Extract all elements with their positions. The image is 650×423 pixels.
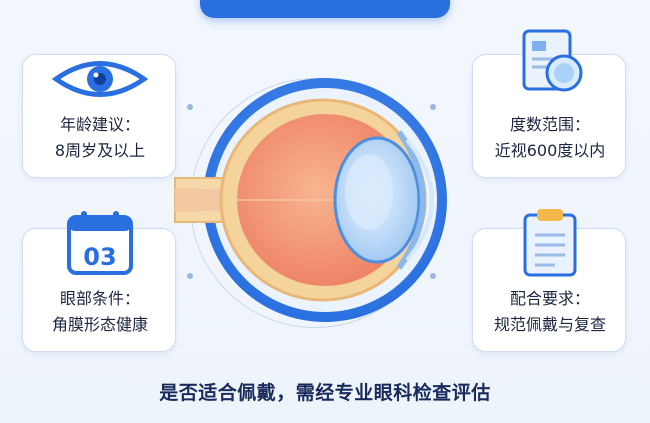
card-age: 年龄建议： 8周岁及以上 [22,54,176,178]
ring-dot-right-low [430,273,436,279]
age-label: 年龄建议： [59,115,140,134]
ring-dot-right [430,104,436,110]
eye-icon [23,61,177,125]
ring-dot-left-low [187,273,193,279]
cooperation-label: 配合要求： [509,289,590,308]
ring-dot-left [187,104,193,110]
card-cooperation: 配合要求： 规范佩戴与复查 [472,209,627,352]
eye-cross-section-diagram [174,78,447,322]
cooperation-value: 规范佩戴与复查 [493,315,606,334]
card-eye-condition: 03 眼部条件： 角膜形态健康 [22,211,177,352]
eye-condition-label: 眼部条件： [59,289,140,308]
contact-lens [405,138,434,262]
lens-highlight [345,154,393,230]
calendar-number: 03 [83,243,116,271]
title-banner [200,0,450,18]
cornea [396,130,426,270]
footer-note: 是否适合佩戴，需经专业眼科检查评估 [159,382,491,404]
age-value: 8周岁及以上 [54,141,146,160]
contact-lens-document-icon [473,29,627,125]
calendar-icon: 03 [23,211,177,299]
degree-label: 度数范围： [509,115,590,134]
degree-value: 近视600度以内 [494,141,606,160]
card-degree: 度数范围： 近视600度以内 [472,29,627,178]
clipboard-icon [473,209,627,299]
eye-condition-value: 角膜形态健康 [51,315,148,334]
